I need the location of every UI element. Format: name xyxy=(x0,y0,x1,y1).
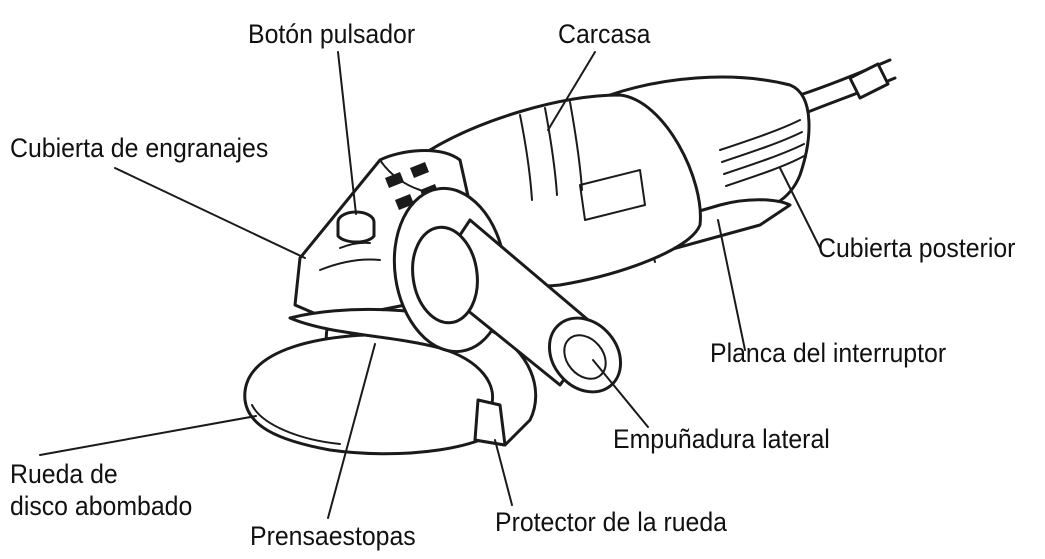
push-button-shape xyxy=(338,212,374,242)
leader-gear-cover xyxy=(115,168,305,258)
label-packing-gland: Prensaestopas xyxy=(250,520,416,552)
label-rear-cover: Cubierta posterior xyxy=(818,232,1015,264)
label-wheel-line1: Rueda de xyxy=(10,458,192,490)
power-cord xyxy=(800,60,895,112)
leader-wheel xyxy=(40,416,256,455)
label-wheel-line2: disco abombado xyxy=(10,490,192,522)
label-push-button: Botón pulsador xyxy=(248,18,415,50)
label-wheel: Rueda de disco abombado xyxy=(10,458,192,522)
label-switch-lever: Planca del interruptor xyxy=(710,337,946,369)
label-housing: Carcasa xyxy=(558,18,651,50)
label-wheel-guard: Protector de la rueda xyxy=(495,506,727,538)
leader-switch-lever xyxy=(718,220,745,350)
leader-wheel-guard xyxy=(495,440,512,505)
label-side-grip: Empuñadura lateral xyxy=(613,423,830,455)
label-gear-cover: Cubierta de engranajes xyxy=(10,132,268,164)
leader-push-button xyxy=(338,52,356,214)
